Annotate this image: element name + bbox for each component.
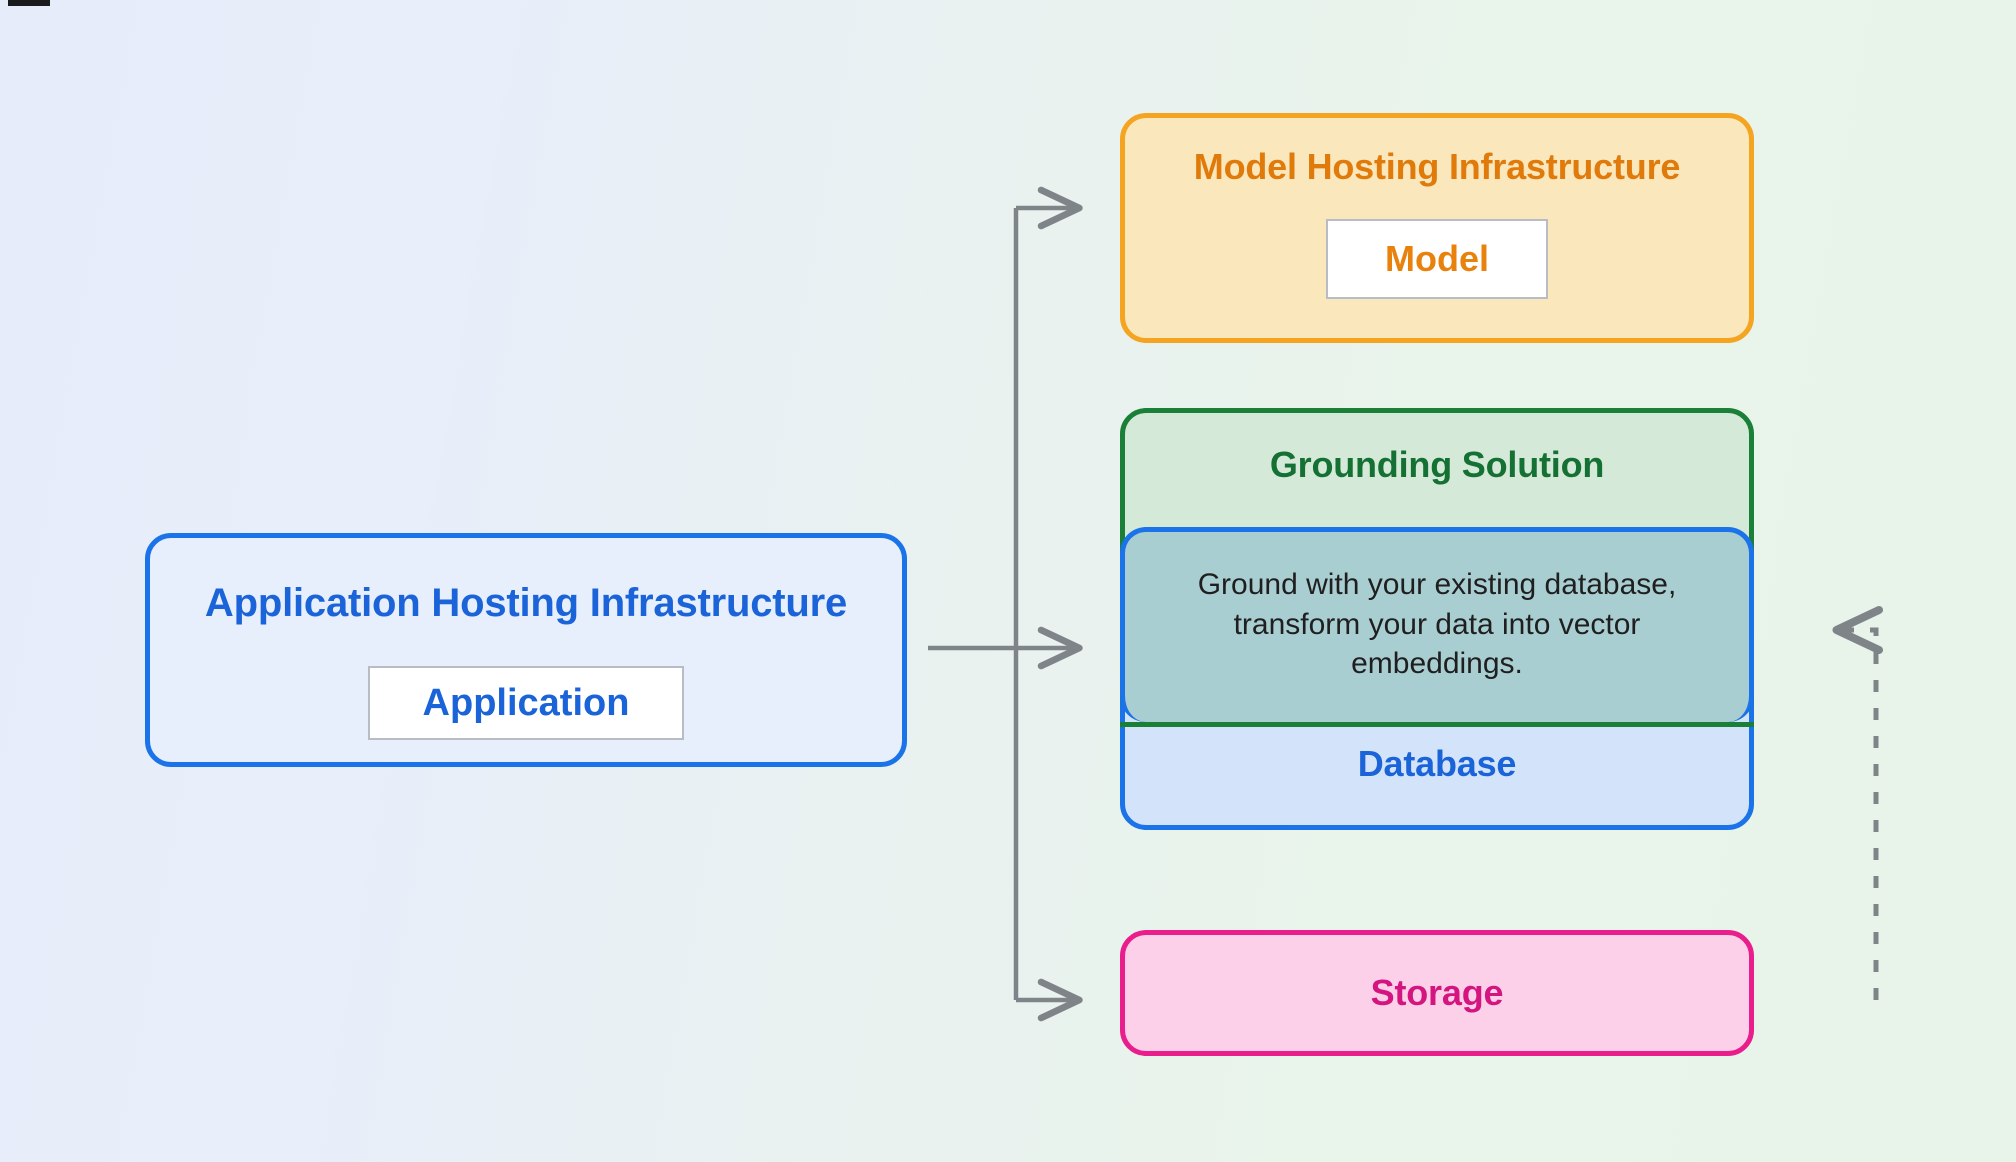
arrow-storage-to-database <box>1832 606 1883 1000</box>
grounding-solution-label: Grounding Solution <box>1269 444 1605 485</box>
storage-label: Storage <box>1370 972 1504 1013</box>
application-hosting-infrastructure-label: Application Hosting Infrastructure <box>204 581 848 625</box>
database-label: Database <box>1357 743 1517 784</box>
application-inner-box[interactable]: Application <box>368 666 684 740</box>
node-application-hosting-infrastructure[interactable]: Application Hosting Infrastructure Appli… <box>145 533 907 767</box>
node-model-hosting-infrastructure[interactable]: Model Hosting Infrastructure Model <box>1120 113 1754 343</box>
corner-artifact <box>8 0 50 6</box>
grounding-database-overlap-description: Ground with your existing database, tran… <box>1197 567 1677 681</box>
model-hosting-infrastructure-label: Model Hosting Infrastructure <box>1193 146 1681 187</box>
connector-app-to-branches <box>928 208 1019 1000</box>
node-storage[interactable]: Storage <box>1120 930 1754 1056</box>
model-inner-box[interactable]: Model <box>1326 219 1548 299</box>
grounding-database-overlap-region <box>1120 527 1754 727</box>
